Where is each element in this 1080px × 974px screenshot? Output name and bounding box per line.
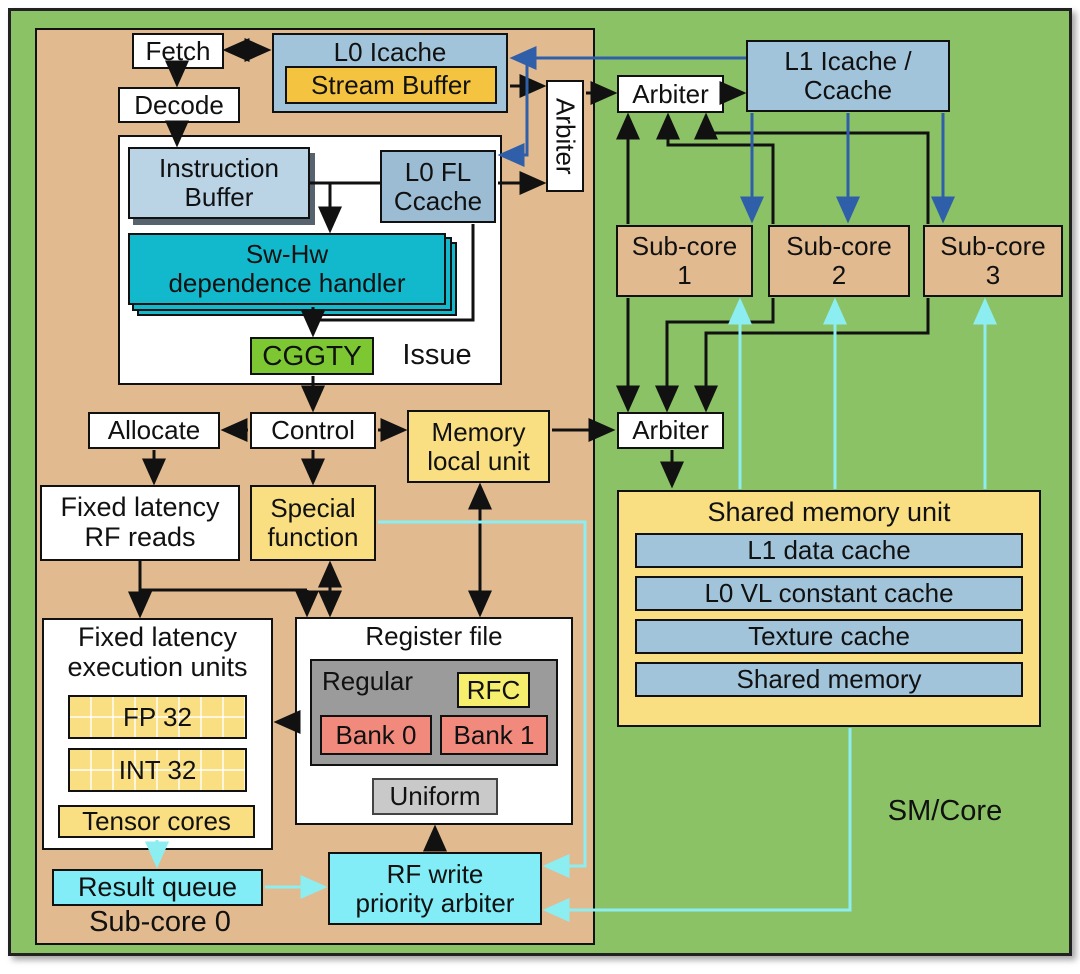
arbiter-mem-box: Arbiter <box>617 412 724 449</box>
tensor-cores-box: Tensor cores <box>58 805 255 838</box>
regular-rf-box: Regular RFC Bank 0 Bank 1 <box>310 659 558 766</box>
stream-buffer-box: Stream Buffer <box>285 66 497 104</box>
subcore2-box: Sub-core 2 <box>768 225 910 297</box>
register-file-label: Register file <box>365 621 503 651</box>
memory-local-unit-box: Memory local unit <box>407 410 550 483</box>
regular-label: Regular <box>322 666 414 696</box>
subcore0-label: Sub-core 0 <box>89 906 231 939</box>
instruction-buffer-box: Instruction Buffer <box>128 147 310 219</box>
control-box: Control <box>250 412 376 449</box>
l0-fl-ccache-box: L0 FL Ccache <box>380 150 496 223</box>
subcore1-box: Sub-core 1 <box>616 225 753 297</box>
decode-box: Decode <box>118 87 240 123</box>
subcore3-box: Sub-core 3 <box>923 225 1063 297</box>
l1-data-cache-box: L1 data cache <box>635 533 1023 568</box>
uniform-box: Uniform <box>372 778 498 815</box>
fixed-latency-exec-units-box: Fixed latency execution units FP 32 INT … <box>42 618 273 850</box>
texture-cache-box: Texture cache <box>635 619 1023 654</box>
fixed-latency-exec-units-label: Fixed latency execution units <box>67 622 248 682</box>
fetch-box: Fetch <box>132 33 224 69</box>
allocate-box: Allocate <box>88 412 220 449</box>
shared-memory-box: Shared memory <box>635 662 1023 697</box>
arbiter-vertical-box: Arbiter <box>546 80 584 192</box>
rf-write-priority-arbiter-box: RF write priority arbiter <box>328 852 542 925</box>
shared-memory-unit-box: Shared memory unit L1 data cache L0 VL c… <box>617 490 1041 727</box>
fixed-latency-rf-reads-box: Fixed latency RF reads <box>40 485 240 561</box>
issue-label: Issue <box>402 339 472 372</box>
bank1-box: Bank 1 <box>440 715 548 755</box>
l0-vl-constant-cache-box: L0 VL constant cache <box>635 576 1023 611</box>
l1-icache-ccache-box: L1 Icache / Ccache <box>746 40 950 112</box>
cggty-box: CGGTY <box>250 337 374 375</box>
l0-icache-label: L0 Icache <box>333 37 447 67</box>
bank0-box: Bank 0 <box>320 715 432 755</box>
register-file-box: Register file Regular RFC Bank 0 Bank 1 … <box>295 617 573 825</box>
shared-memory-unit-label: Shared memory unit <box>707 497 951 527</box>
sm-core-label: SM/Core <box>887 795 1003 828</box>
l0-icache-box: L0 Icache Stream Buffer <box>272 33 508 113</box>
sw-hw-dependence-handler-box: Sw-Hw dependence handler <box>128 233 446 305</box>
result-queue-box: Result queue <box>52 869 263 906</box>
int32-box: INT 32 <box>68 748 247 792</box>
rfc-box: RFC <box>457 672 530 708</box>
arbiter-fetch-box: Arbiter <box>617 75 724 113</box>
fp32-box: FP 32 <box>68 695 247 739</box>
special-function-box: Special function <box>250 485 376 561</box>
